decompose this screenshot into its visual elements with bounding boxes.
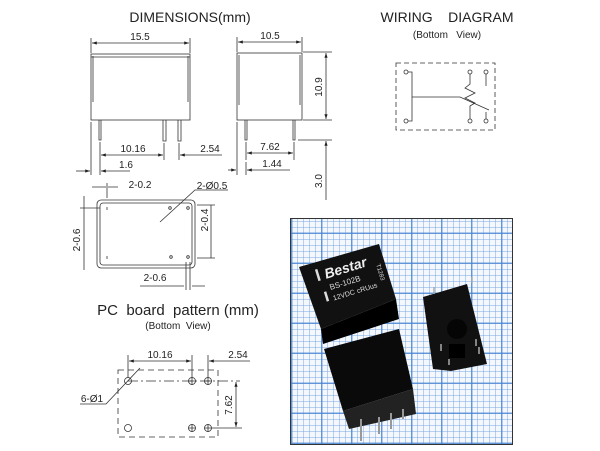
pcb-spacing-short: 2.54	[228, 350, 248, 361]
dim-depth: 10.5	[260, 31, 280, 42]
pcb-subtitle: (Bottom View)	[145, 321, 211, 332]
dim-height: 10.9	[314, 77, 325, 97]
dim-pin-length: 3.0	[314, 174, 325, 188]
relay-photo: Bestar BS-102B 12VDC cRUus T1283	[290, 218, 513, 445]
date-code-label: T1283	[374, 263, 385, 282]
dim-pin-spacing-short: 2.54	[200, 144, 220, 155]
pcb-spacing-long: 10.16	[147, 350, 172, 361]
pcb-spacing-vertical: 7.62	[224, 395, 235, 415]
wiring-subtitle: (Bottom View)	[412, 30, 482, 41]
dim-pin-offset-side: 1.44	[262, 159, 282, 170]
front-view	[76, 38, 222, 175]
pcb-holes: 6-Ø1	[81, 394, 104, 405]
dim-bottom-hole-dia: 2-Ø0.5	[197, 181, 228, 192]
dim-bottom-pin-width: 2-0.2	[129, 180, 152, 191]
dim-bottom-bottom: 2-0.6	[144, 273, 167, 284]
dim-width: 15.5	[130, 32, 150, 43]
side-view	[228, 37, 332, 200]
wiring-title: WIRING DIAGRAM	[380, 9, 514, 25]
dim-pin-offset-front: 1.6	[119, 160, 133, 171]
pcb-pattern	[80, 355, 250, 438]
dim-bottom-right: 2-0.4	[200, 208, 211, 231]
dim-bottom-left: 2-0.6	[72, 228, 83, 251]
dim-pin-spacing-long: 10.16	[120, 144, 145, 155]
pcb-title: PC board pattern (mm)	[97, 302, 259, 319]
dim-pin-spacing-side: 7.62	[260, 142, 280, 153]
wiring-diagram	[395, 62, 496, 131]
bottom-view	[80, 183, 228, 290]
dimensions-title: DIMENSIONS(mm)	[129, 9, 251, 25]
